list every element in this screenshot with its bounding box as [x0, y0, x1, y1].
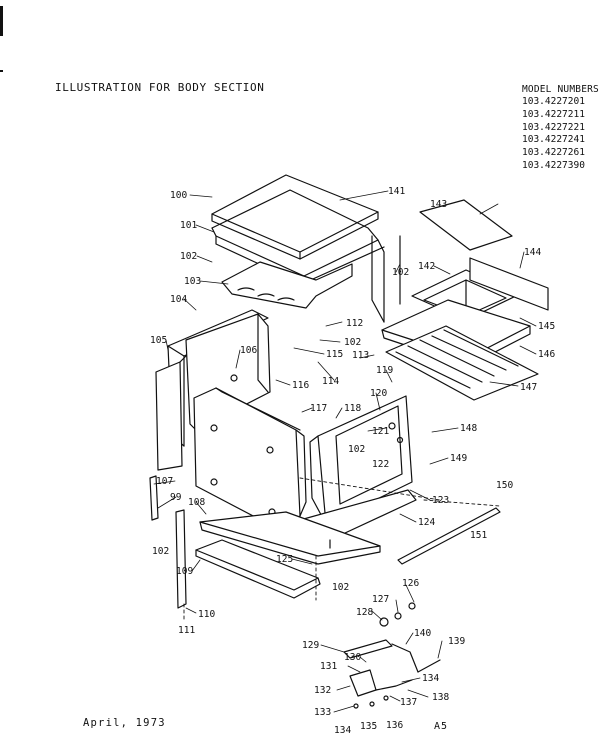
part-number-label: 116	[292, 380, 309, 391]
model-number: 103.4227211	[522, 108, 585, 120]
part-number-label: 134	[422, 673, 439, 684]
part-number-label: 110	[198, 609, 215, 620]
part-number-label: 100	[170, 190, 187, 201]
part-number-label: 117	[310, 403, 327, 414]
part-number-label: 140	[414, 628, 431, 639]
part-number-label: 150	[496, 480, 513, 491]
part-number-label: 142	[418, 261, 435, 272]
part-number-label: 141	[388, 186, 405, 197]
part-number-label: 148	[460, 423, 477, 434]
rear-panel-drawing	[399, 199, 549, 311]
part-number-label: 102	[180, 251, 197, 262]
model-number: 103.4227241	[522, 134, 585, 146]
part-number-label: 147	[520, 382, 537, 393]
part-number-label: 128	[356, 607, 373, 618]
part-number-label: 102	[332, 582, 349, 593]
part-number-label: 125	[276, 554, 293, 565]
part-number-label: 102	[152, 546, 169, 557]
part-number-label: 136	[386, 720, 403, 731]
assembly-guide-lines	[183, 477, 501, 621]
top-panel-drawing	[211, 174, 379, 260]
part-number-label: 118	[344, 403, 361, 414]
part-number-label: 111	[178, 625, 195, 636]
part-number-label: 120	[370, 388, 387, 399]
part-number-label: 145	[538, 321, 555, 332]
upper-trim-drawing	[221, 261, 353, 309]
model-number: 103.4227261	[522, 147, 585, 159]
part-number-label: 113	[352, 350, 369, 361]
part-number-label: 102	[344, 337, 361, 348]
part-number-label: 135	[360, 721, 377, 732]
model-number: 103.4227201	[522, 96, 585, 107]
part-number-label: 138	[432, 692, 449, 703]
part-number-label: 151	[470, 530, 487, 541]
part-number-label: 114	[322, 376, 339, 387]
part-number-label: 106	[240, 345, 257, 356]
part-number-label: 139	[448, 636, 465, 647]
footer-date: April, 1973	[83, 717, 166, 729]
part-number-label: 123	[432, 495, 449, 506]
part-number-label: 146	[538, 349, 555, 360]
part-number-label: 107	[156, 476, 173, 487]
bottom-frame-drawing	[199, 489, 417, 565]
side-strip-drawing	[149, 475, 187, 609]
part-number-label: 99	[170, 492, 182, 503]
part-number-label: 143	[430, 199, 447, 210]
part-number-label: 115	[326, 349, 343, 360]
part-number-label: 102	[392, 267, 409, 278]
part-number-label: 144	[524, 247, 541, 258]
part-number-label: 127	[372, 594, 389, 605]
part-number-label: 121	[372, 426, 389, 437]
valve-hardware-drawing	[343, 602, 441, 709]
part-number-label: 112	[346, 318, 363, 329]
part-number-label: 149	[450, 453, 467, 464]
part-number-label: 126	[402, 578, 419, 589]
page-title: ILLUSTRATION FOR BODY SECTION	[55, 81, 265, 94]
rail-drawing	[397, 507, 501, 565]
part-number-label: 102	[348, 444, 365, 455]
part-number-label: 104	[170, 294, 187, 305]
part-number-label: 134	[334, 725, 351, 736]
part-number-label: 131	[320, 661, 337, 672]
model-number: 103.4227390	[522, 159, 585, 171]
part-number-label: 133	[314, 707, 331, 718]
leader-lines	[153, 190, 537, 713]
part-number-label: 129	[302, 640, 319, 651]
part-number-label: 137	[400, 697, 417, 708]
footer-page-number: A5	[434, 721, 449, 732]
part-number-label: 122	[372, 459, 389, 470]
model-number: 103.4227221	[522, 121, 585, 133]
part-number-label: 105	[150, 335, 167, 346]
part-number-label: 108	[188, 497, 205, 508]
model-numbers-heading: MODEL NUMBERS	[522, 84, 599, 95]
model-numbers-list: 103.4227201 103.4227211 103.4227221 103.…	[522, 96, 585, 173]
part-number-label: 124	[418, 517, 435, 528]
part-number-label: 109	[176, 566, 193, 577]
part-number-label: 132	[314, 685, 331, 696]
scan-edge-mark-top	[0, 6, 3, 36]
part-number-label: 119	[376, 365, 393, 376]
oven-left-wall-drawing	[193, 387, 307, 529]
floor-pan-drawing	[195, 539, 321, 599]
part-number-label: 101	[180, 220, 197, 231]
part-number-label: 103	[184, 276, 201, 287]
part-number-label: 130	[344, 652, 361, 663]
scan-edge-mark-bottom	[0, 70, 3, 72]
